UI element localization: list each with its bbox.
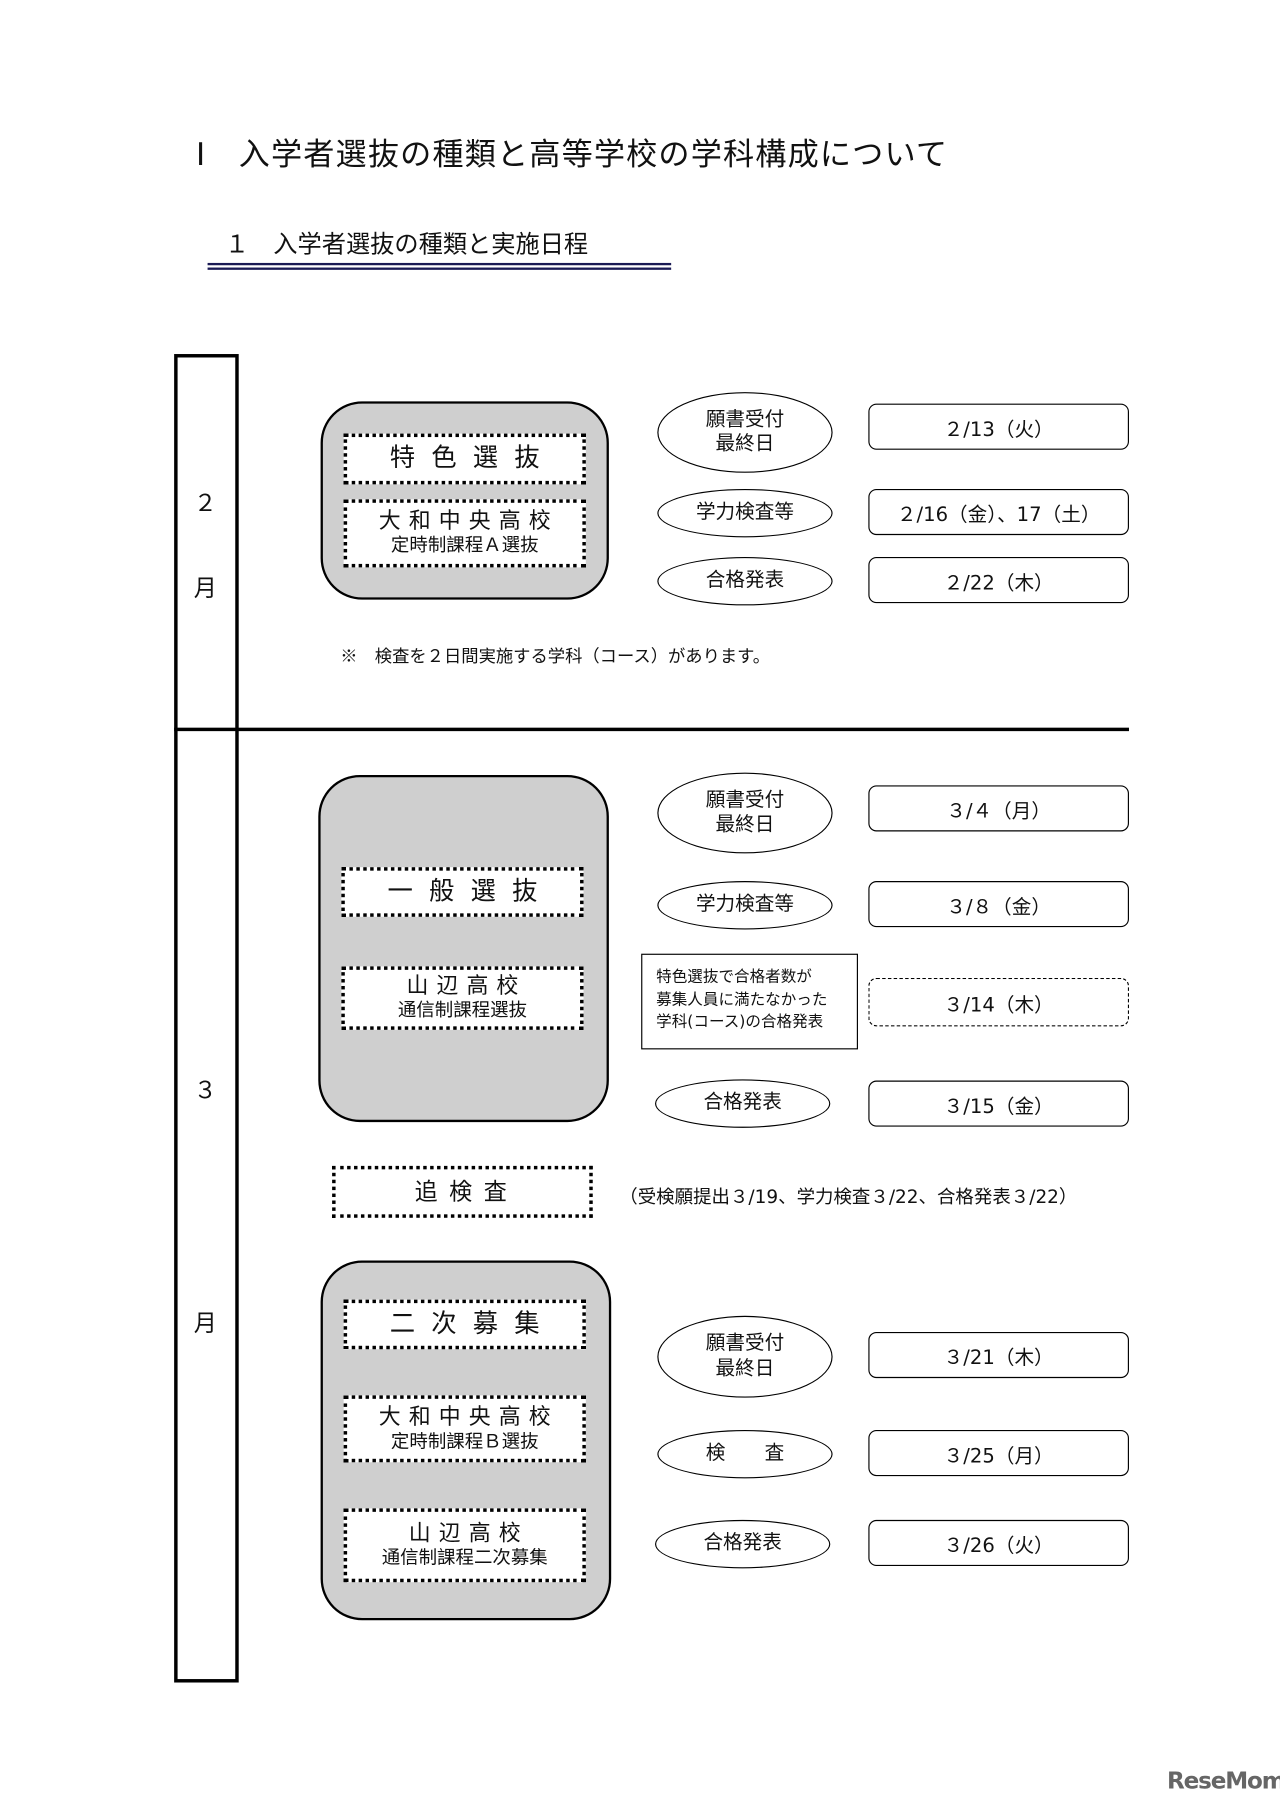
date-box: ３/25（月）	[868, 1429, 1129, 1477]
event-label: 募集人員に満たなかった	[656, 990, 828, 1009]
event-label: 最終日	[715, 1356, 775, 1380]
event-application-deadline: 願書受付 最終日	[657, 1315, 833, 1398]
event-label: 願書受付	[705, 788, 785, 812]
followup-label: 追検査	[414, 1177, 519, 1206]
watermark-logo: ReseMom	[1167, 1766, 1280, 1795]
selection-label: 一般選抜	[387, 877, 554, 907]
event-exam: 学力検査等	[657, 488, 833, 538]
event-label: 合格発表	[703, 1531, 782, 1555]
page-heading: Ⅰ 入学者選抜の種類と高等学校の学科構成について	[196, 137, 949, 173]
month-mar-unit: 月	[193, 1308, 217, 1337]
selection-second-recruitment: 二次募集	[343, 1299, 586, 1350]
event-results: 合格発表	[655, 1519, 831, 1569]
selection-yamato-b: 大和中央高校 定時制課程Ｂ選抜	[343, 1395, 586, 1463]
event-label: 願書受付	[705, 407, 785, 432]
followup-exam-box: 追検査	[332, 1165, 593, 1218]
event-label: 願書受付	[705, 1332, 785, 1356]
event-exam: 検 査	[657, 1429, 833, 1479]
event-results: 合格発表	[657, 556, 833, 606]
month-column	[174, 354, 239, 1683]
event-label: 合格発表	[705, 568, 785, 593]
event-label: 合格発表	[703, 1091, 782, 1115]
section-underline	[207, 262, 672, 266]
selection-label: 大和中央高校	[378, 508, 559, 535]
selection-sublabel: 定時制課程Ｂ選抜	[390, 1429, 539, 1452]
date-box-dashed: ３/14（木）	[868, 977, 1129, 1027]
date-box: ２/13（火）	[868, 403, 1129, 450]
selection-sublabel: 通信制課程選抜	[397, 998, 528, 1021]
selection-label: 特色選抜	[389, 444, 556, 474]
selection-label: 二次募集	[389, 1309, 556, 1339]
date-box: ３/26（火）	[868, 1519, 1129, 1567]
event-label: 学科(コース)の合格発表	[656, 1012, 824, 1032]
event-results: 合格発表	[655, 1079, 831, 1128]
month-feb-unit: 月	[193, 574, 217, 602]
event-application-deadline: 願書受付 最終日	[657, 772, 833, 854]
event-tokushoku-shortfall-results: 特色選抜で合格者数が 募集人員に満たなかった 学科(コース)の合格発表	[641, 953, 858, 1050]
selection-sublabel: 定時制課程Ａ選抜	[390, 534, 539, 557]
month-divider	[174, 727, 1129, 732]
event-exam: 学力検査等	[657, 881, 833, 930]
selection-yamato-a: 大和中央高校 定時制課程Ａ選抜	[343, 499, 586, 568]
event-application-deadline: 願書受付 最終日	[657, 392, 833, 473]
feb-footnote: ※ 検査を２日間実施する学科（コース）があります。	[340, 645, 771, 667]
event-label: 最終日	[715, 813, 775, 837]
selection-tokushoku: 特色選抜	[343, 433, 586, 485]
selection-yamabe-second: 山辺高校 通信制課程二次募集	[343, 1508, 586, 1583]
date-box: ３/４（月）	[868, 785, 1129, 832]
section-heading: １ 入学者選抜の種類と実施日程	[224, 230, 589, 259]
date-box: ２/16（金）、17（土）	[868, 488, 1129, 536]
mar-general-group	[318, 774, 609, 1123]
event-label: 最終日	[715, 432, 775, 456]
selection-label: 山辺高校	[408, 1520, 529, 1547]
date-box: ３/８（金）	[868, 881, 1129, 928]
selection-label: 大和中央高校	[378, 1404, 559, 1430]
date-box: ２/22（木）	[868, 556, 1129, 604]
event-label: 学力検査等	[695, 500, 794, 524]
followup-details: （受検願提出３/19、学力検査３/22、合格発表３/22）	[619, 1185, 1078, 1208]
month-mar-number: ３	[193, 1075, 217, 1104]
date-box: ３/15（金）	[868, 1080, 1129, 1127]
selection-yamabe-correspondence: 山辺高校 通信制課程選抜	[341, 966, 584, 1030]
selection-label: 山辺高校	[406, 973, 527, 1000]
selection-sublabel: 通信制課程二次募集	[381, 1546, 548, 1569]
event-label: 検 査	[705, 1441, 785, 1465]
event-label: 特色選抜で合格者数が	[656, 967, 812, 986]
month-feb-number: ２	[193, 488, 217, 517]
date-box: ３/21（木）	[868, 1331, 1129, 1379]
selection-general: 一般選抜	[341, 867, 584, 917]
event-label: 学力検査等	[695, 893, 794, 917]
